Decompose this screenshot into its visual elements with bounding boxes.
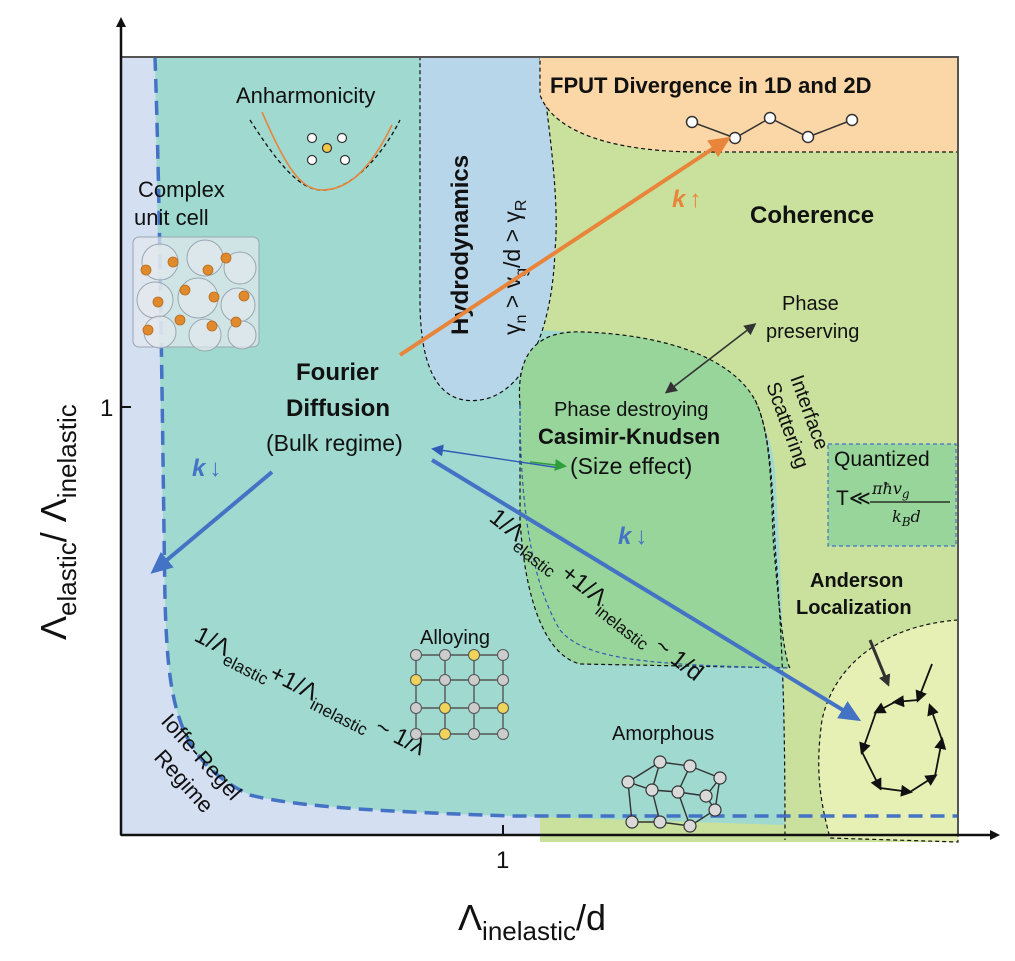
amorphous-atoms bbox=[621, 755, 727, 833]
phase-preserving-label-2: preserving bbox=[766, 321, 859, 343]
phase-destroying-label: Phase destroying bbox=[554, 399, 709, 421]
x-tick-label: 1 bbox=[496, 847, 509, 874]
fourier-label-1: Fourier bbox=[296, 359, 379, 386]
size-effect-boundary bbox=[519, 404, 791, 669]
phase-double-arrow bbox=[664, 323, 757, 394]
k-down-right-label: k↓ bbox=[618, 523, 647, 550]
quantized-title: Quantized bbox=[834, 448, 930, 471]
k-down-right-arrow bbox=[430, 458, 862, 722]
ioffe-regel-boundary bbox=[153, 56, 958, 818]
localization-loop-icon bbox=[859, 663, 947, 797]
k-down-left-arrow bbox=[150, 470, 274, 574]
quantized-lhs: T≪ bbox=[836, 487, 871, 510]
complex-crystal-atoms bbox=[140, 252, 250, 336]
anderson-label-2: Localization bbox=[796, 597, 912, 619]
alloy-lattice-icon bbox=[415, 654, 504, 735]
alloying-label: Alloying bbox=[420, 627, 490, 649]
coherence-label: Coherence bbox=[750, 202, 874, 229]
fput-region bbox=[539, 56, 959, 153]
y-axis-label: Λelastic/ Λinelastic bbox=[33, 404, 82, 640]
phase-preserving-label-1: Phase bbox=[782, 293, 839, 315]
quantized-denominator: kBd bbox=[892, 507, 921, 529]
anharmonicity-label: Anharmonicity bbox=[236, 83, 375, 108]
anderson-localization-region bbox=[818, 619, 959, 843]
x-axis-label: Λinelastic/d bbox=[458, 897, 606, 946]
fourier-label-3: (Bulk regime) bbox=[266, 430, 403, 456]
casimir-knudsen-region bbox=[518, 331, 792, 669]
anderson-pointer bbox=[868, 639, 891, 687]
bulk-to-size-arrow bbox=[431, 444, 561, 469]
y-tick-label: 1 bbox=[100, 395, 113, 422]
fput-label: FPUT Divergence in 1D and 2D bbox=[550, 73, 872, 98]
k-down-left-label: k↓ bbox=[192, 455, 221, 482]
fourier-label-2: Diffusion bbox=[286, 395, 390, 422]
hydrodynamics-label: Hydrodynamics bbox=[447, 155, 474, 335]
quantized-box bbox=[827, 443, 957, 547]
complex-unit-cell-label-2: unit cell bbox=[134, 205, 209, 230]
casimir-knudsen-label: Casimir-Knudsen bbox=[538, 424, 720, 449]
complex-unit-cell-label-1: Complex bbox=[138, 177, 225, 202]
k-up-arrow bbox=[398, 136, 732, 357]
quantized-numerator: πħvg bbox=[871, 479, 910, 501]
k-up-label: k↑ bbox=[672, 186, 701, 213]
anharmonic-potential-icon bbox=[249, 111, 401, 191]
size-effect-label: (Size effect) bbox=[570, 453, 692, 479]
anderson-label-1: Anderson bbox=[810, 570, 903, 592]
hydrodynamics-region bbox=[419, 56, 557, 402]
size-effect-pointer bbox=[529, 458, 567, 471]
alloy-atoms bbox=[410, 649, 509, 740]
amorphous-label: Amorphous bbox=[612, 723, 714, 745]
